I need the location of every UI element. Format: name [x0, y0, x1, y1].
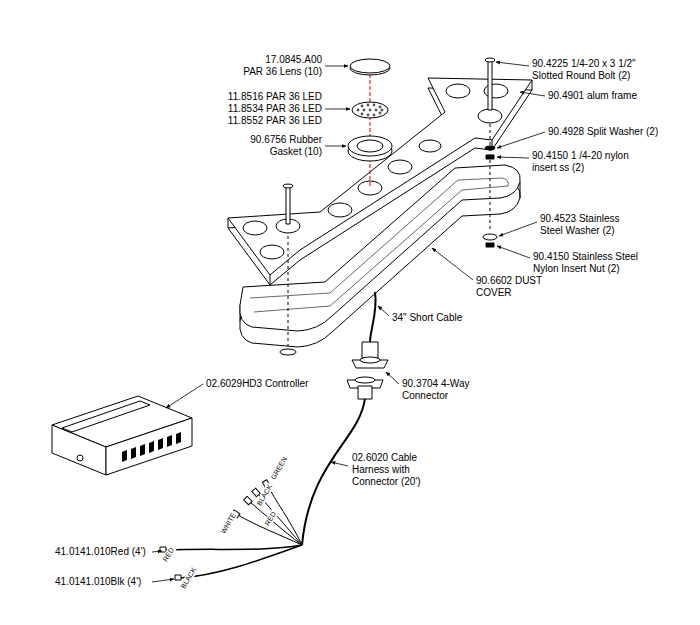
part-label: 90.4928 Split Washer (2) [548, 126, 658, 138]
part-label: 90.6756 Rubber [250, 134, 322, 146]
part-label: 11.8516 PAR 36 LED [228, 91, 322, 103]
part-label: 41.0141.010Blk (4') [55, 576, 141, 588]
part-label: 11.8534 PAR 36 LED [228, 103, 322, 115]
part-label: Gasket (10) [270, 146, 322, 158]
cable [165, 292, 376, 578]
controller-box [52, 396, 192, 475]
axis-line [370, 74, 371, 186]
part-label: 34" Short Cable [392, 312, 462, 324]
part-label: 02.6029HD3 Controller [206, 378, 308, 390]
part-label: Connector (20') [352, 476, 421, 488]
four-way-connector [347, 342, 388, 399]
part-label: 90.4150 Stainless Steel [533, 251, 638, 263]
wire-terminal [160, 480, 270, 580]
part-label: Slotted Round Bolt (2) [532, 70, 630, 82]
part-label: insert ss (2) [532, 162, 584, 174]
rubber-gasket [348, 136, 392, 161]
part-label: 02.6020 Cable [352, 452, 417, 464]
wire-label: GREEN [269, 455, 289, 482]
part-label: 90.4523 Stainless [540, 213, 620, 225]
part-label: 41.0141.010Red (4') [55, 546, 146, 558]
part-label: PAR 36 Lens (10) [243, 66, 322, 78]
part-label: Steel Washer (2) [540, 225, 615, 237]
part-label: 90.3704 4-Way [402, 378, 469, 390]
part-label: 90.4901 alum frame [548, 90, 637, 102]
part-label: 90.4225 1/4-20 x 3 1/2" [532, 58, 636, 70]
wire-label: RED [161, 545, 176, 564]
part-label: 17.0845.A00 [265, 54, 322, 66]
part-label: 90.4150 1 /4-20 nylon [532, 150, 629, 162]
part-label: Connector [402, 390, 448, 402]
part-label: Harness with [352, 464, 410, 476]
part-label: 11.8552 PAR 36 LED [228, 115, 322, 127]
leader-line [152, 62, 545, 582]
wire-label: BLACK [255, 482, 274, 508]
part-label: 90.6602 DUST [476, 275, 542, 287]
part-label: Nylon Insert Nut (2) [533, 263, 620, 275]
par36-lens [350, 59, 390, 75]
bolt [280, 58, 497, 355]
alum-frame [228, 78, 532, 285]
wire-label: BLACK [179, 565, 198, 591]
wire-label: WHITE [219, 511, 238, 536]
wire-label: RED [263, 509, 278, 528]
par36-led [352, 102, 388, 118]
dust-cover [240, 165, 520, 347]
part-label: COVER [476, 287, 512, 299]
